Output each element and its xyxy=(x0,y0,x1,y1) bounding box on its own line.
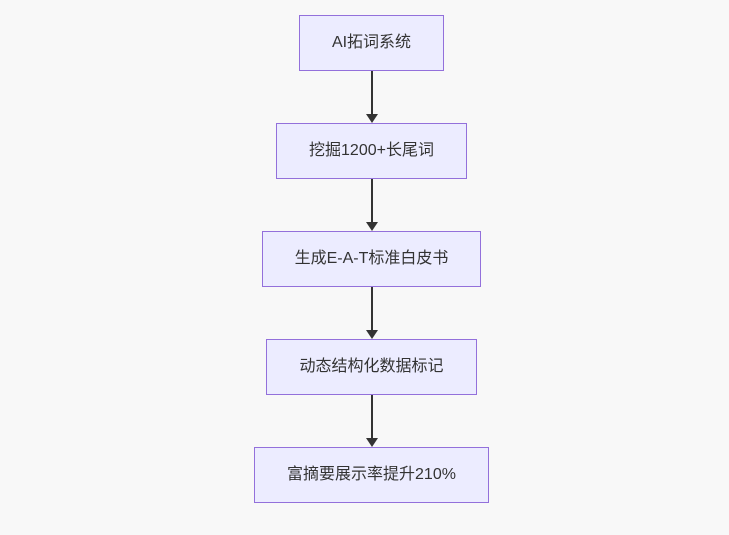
arrow-down-3 xyxy=(365,287,378,339)
arrow-shaft xyxy=(370,287,373,330)
flow-node-longtail-mining: 挖掘1200+长尾词 xyxy=(276,123,467,179)
flow-node-label: 富摘要展示率提升210% xyxy=(287,466,456,484)
flow-node-label: 动态结构化数据标记 xyxy=(299,358,444,376)
flow-node-eat-whitepaper: 生成E-A-T标准白皮书 xyxy=(261,231,482,287)
flow-node-label: 挖掘1200+长尾词 xyxy=(309,142,434,160)
arrowhead-icon xyxy=(365,330,378,339)
arrowhead-icon xyxy=(365,222,378,231)
arrow-shaft xyxy=(370,395,373,438)
arrow-down-2 xyxy=(365,179,378,231)
arrow-down-4 xyxy=(365,395,378,447)
flowchart-column: AI拓词系统 挖掘1200+长尾词 生成E-A-T标准白皮书 动态结构化数据标记 xyxy=(7,0,729,503)
flow-node-label: AI拓词系统 xyxy=(331,34,412,52)
arrow-shaft xyxy=(370,71,373,114)
flow-node-rich-snippet-rate: 富摘要展示率提升210% xyxy=(254,447,489,503)
flow-node-structured-data-markup: 动态结构化数据标记 xyxy=(266,339,477,395)
flow-node-label: 生成E-A-T标准白皮书 xyxy=(294,250,449,268)
arrow-down-1 xyxy=(365,71,378,123)
arrowhead-icon xyxy=(365,438,378,447)
arrowhead-icon xyxy=(365,114,378,123)
flow-node-ai-word-expansion: AI拓词系统 xyxy=(298,15,445,71)
arrow-shaft xyxy=(370,179,373,222)
